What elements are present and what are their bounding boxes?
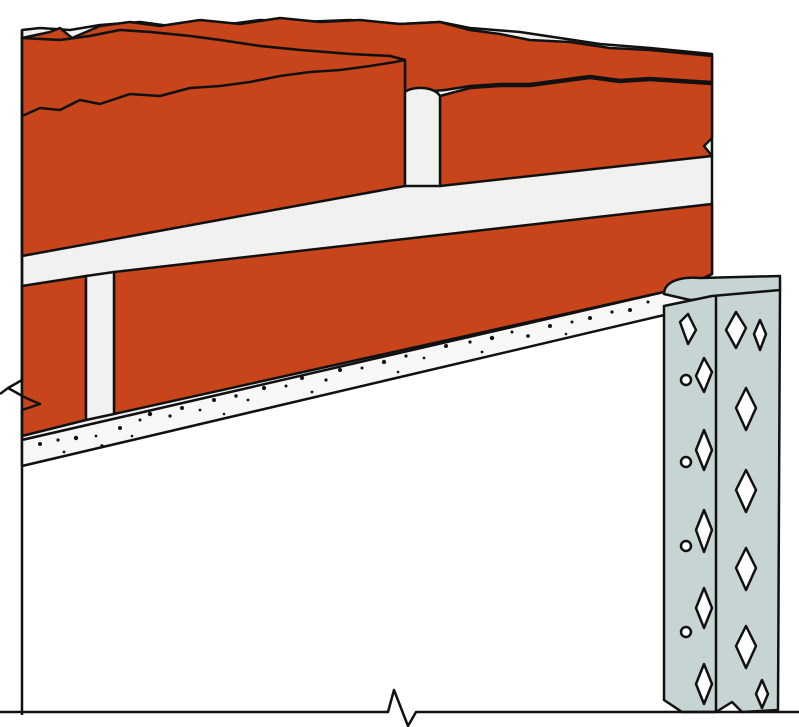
brick-upper-left-break: [21, 58, 406, 118]
wall-left-edge: [6, 30, 42, 715]
bottom-break-line: [0, 688, 799, 727]
corner-bead: [662, 274, 782, 714]
bead-mesh-wing: [662, 288, 782, 714]
bead-round-holes: [679, 373, 693, 639]
bead-diamond-holes: [678, 310, 770, 710]
perpend-joint-upper: [403, 86, 442, 188]
brick-upper-right: [438, 76, 714, 188]
brick-wall: [6, 16, 714, 715]
brick-lower-left: [20, 274, 88, 438]
break-lines: [0, 387, 799, 727]
left-break-line: [0, 387, 9, 395]
perpend-joint-lower: [84, 270, 116, 422]
render-aggregate-dots: [38, 300, 650, 454]
